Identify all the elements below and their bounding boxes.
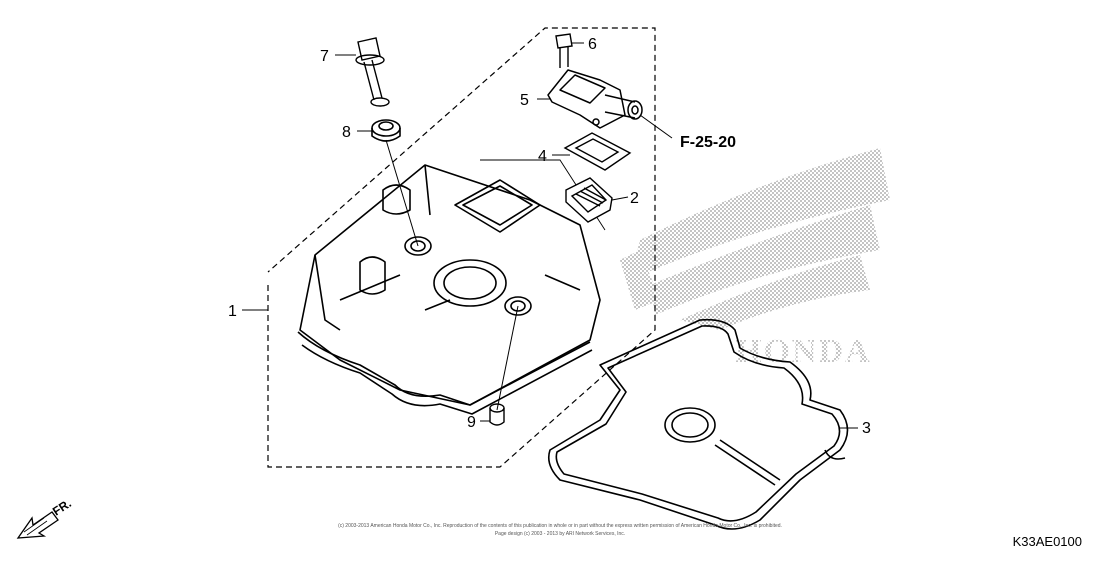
seal-washer [371,119,401,142]
reference-figure-link[interactable]: F-25-20 [680,134,736,151]
front-arrow-icon [16,511,59,539]
cylinder-head-cover [297,164,601,415]
head-cover-gasket [547,318,849,530]
breather-gasket [563,132,632,171]
callout-5: 5 [520,92,529,109]
callout-3: 3 [862,420,871,437]
honda-wing-watermark: HONDA [620,148,890,370]
callout-7: 7 [320,48,329,65]
callout-8: 8 [342,124,351,141]
page-design-notice: Page design (c) 2003 - 2013 by ARI Netwo… [495,531,625,537]
breather-separator [565,177,613,223]
dowel-pin [489,403,505,426]
breather-cover-bolt [555,33,573,68]
breather-cover [547,69,643,129]
leader-lines [242,42,858,429]
callout-1: 1 [228,303,237,320]
front-direction-indicator: FR. [16,496,74,539]
copyright-notice: (c) 2003-2013 American Honda Motor Co., … [338,523,782,529]
callout-6: 6 [588,36,597,53]
callout-9: 9 [467,414,476,431]
honda-wordmark: HONDA [735,333,872,370]
diagram-code: K33AE0100 [1013,534,1082,549]
assembly-boundary [267,27,656,468]
callout-2: 2 [630,190,639,207]
head-cover-special-bolt [355,37,390,107]
callout-4: 4 [538,148,547,165]
